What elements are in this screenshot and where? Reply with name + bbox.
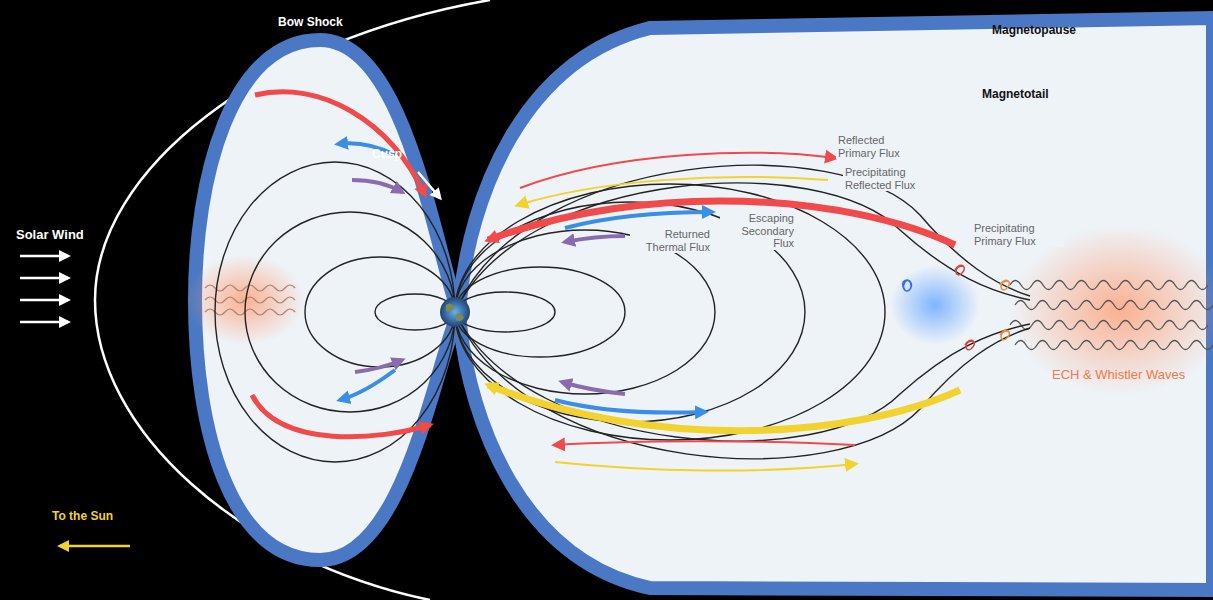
flux-label: Precipitating Primary Flux [972, 222, 1064, 247]
region-label: Magnetopause [992, 24, 1076, 38]
solar-wind-label: Solar Wind [16, 228, 84, 243]
flux-label: Returned Thermal Flux [630, 228, 712, 253]
direction-label: To the Sun [52, 510, 113, 524]
region-label: Bow Shock [278, 16, 343, 30]
region-label: Magnetotail [982, 88, 1049, 102]
flux-label: Escaping Secondary Flux [720, 212, 796, 250]
region-label: Cusp [372, 148, 402, 162]
flux-label: Reflected Primary Flux [836, 134, 920, 159]
flux-label: Precipitating Reflected Flux [843, 166, 932, 191]
wave-label: ECH & Whistler Waves [1052, 368, 1185, 383]
